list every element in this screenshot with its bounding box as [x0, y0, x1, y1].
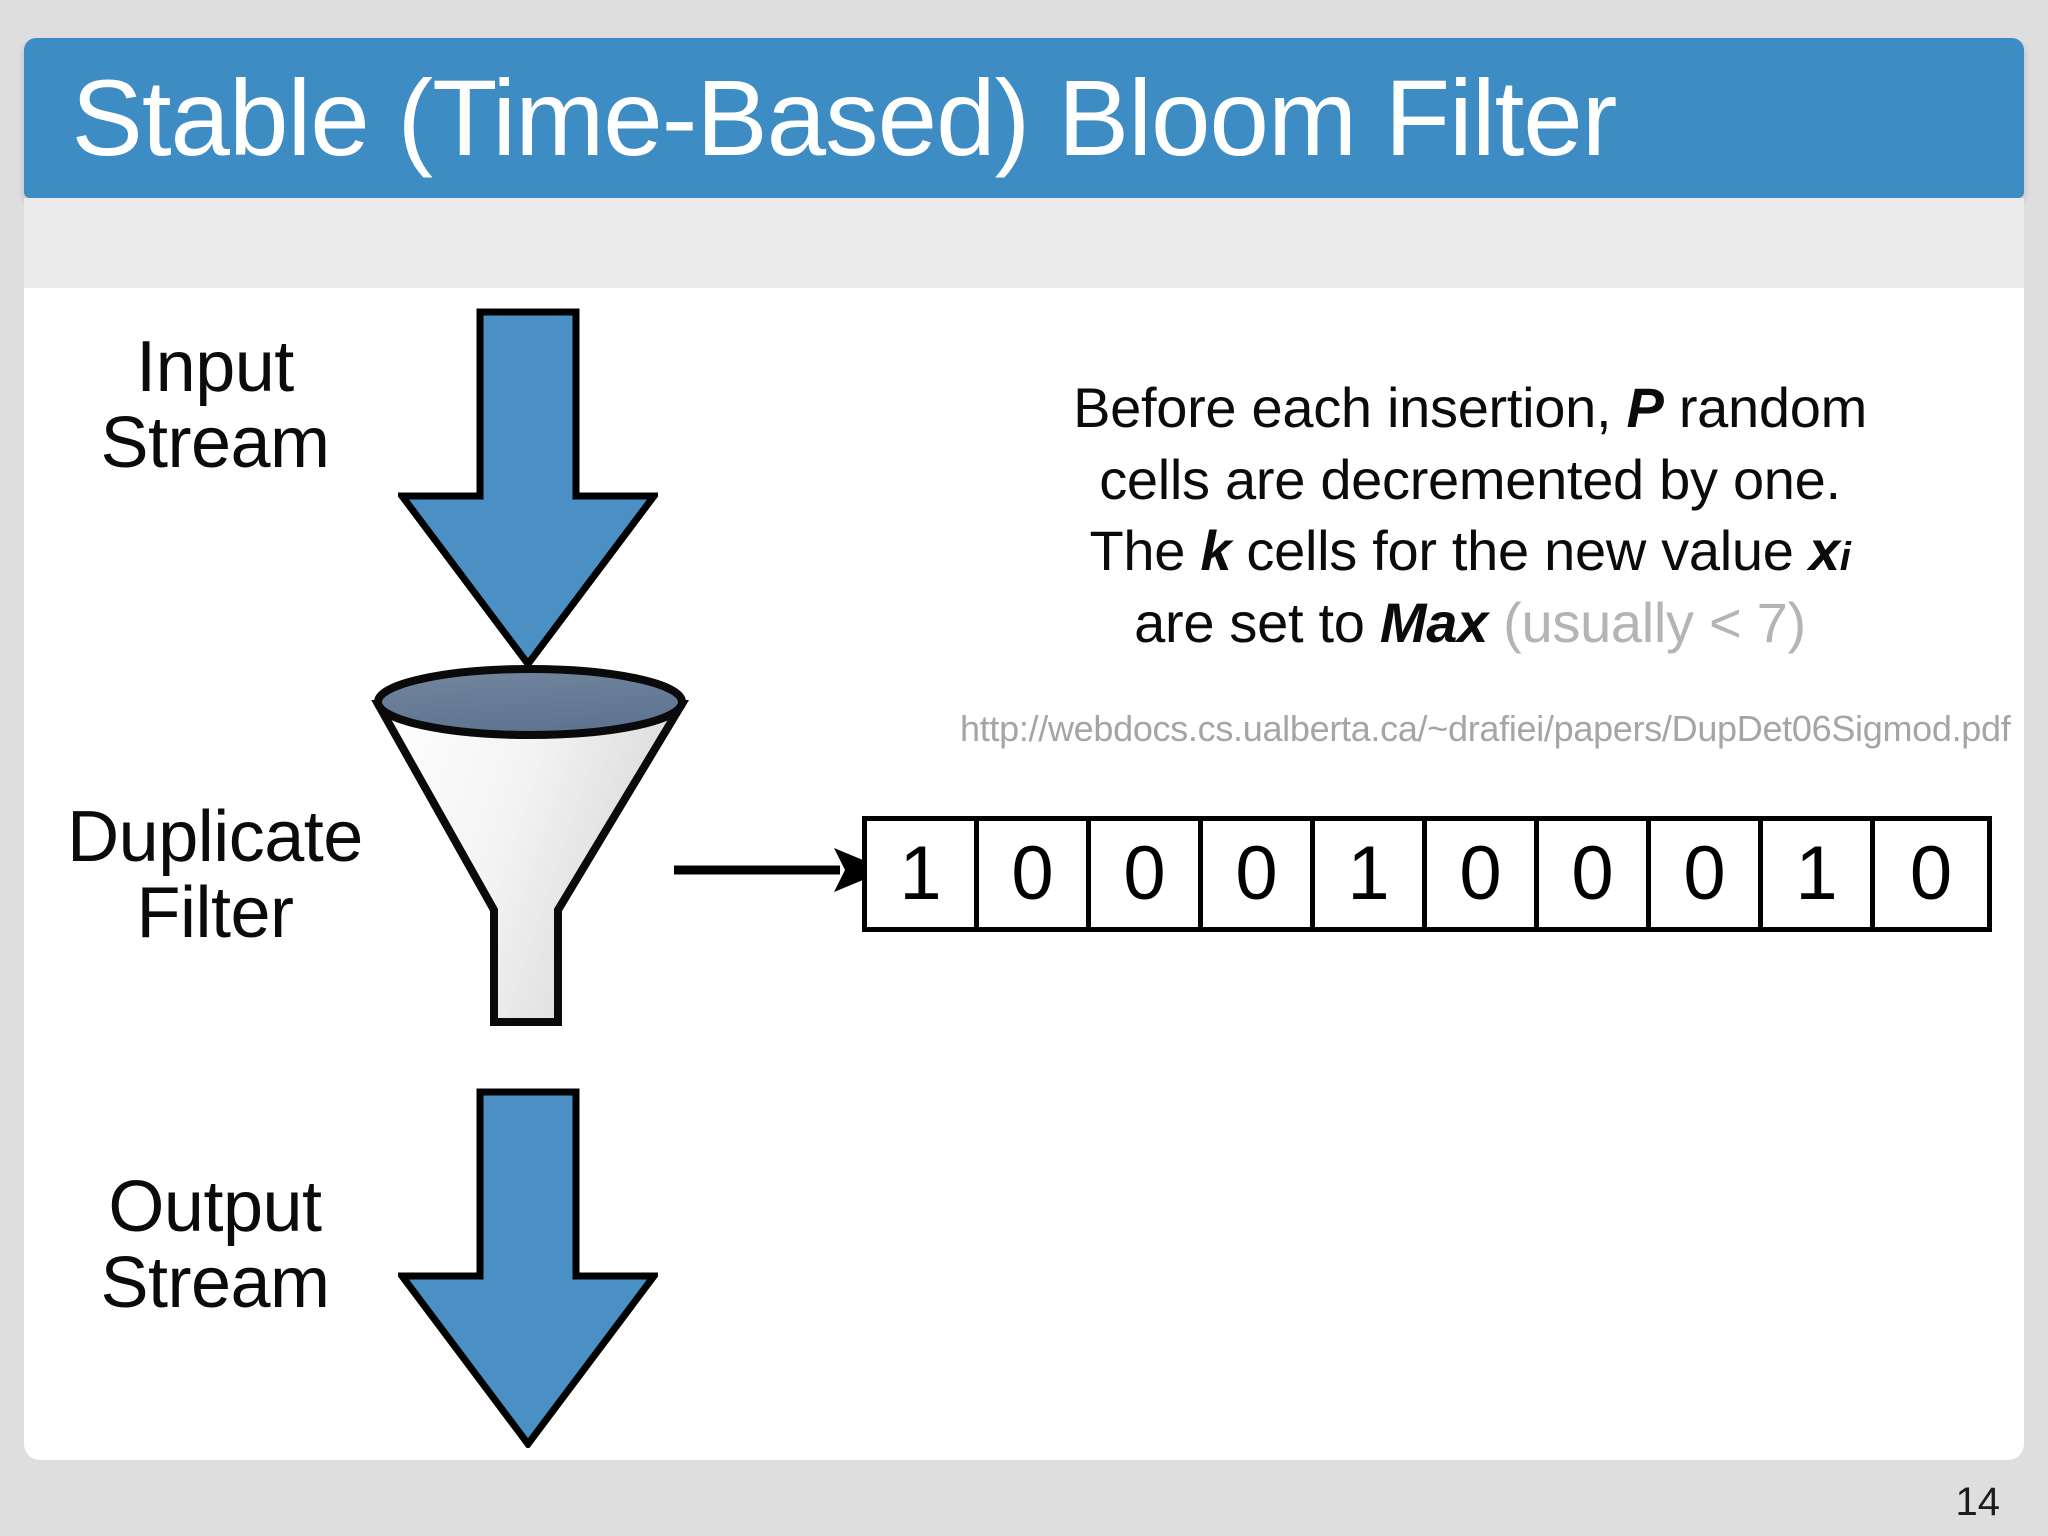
description-text: Before each insertion,	[1073, 376, 1627, 439]
title-underband	[24, 198, 2024, 288]
description-text: cells for the new value	[1231, 519, 1809, 583]
bit-cell: 0	[1091, 821, 1203, 927]
symbol-max: Max	[1379, 591, 1488, 655]
label-input-stream: Input Stream	[100, 327, 330, 483]
right-arrow-icon	[674, 848, 887, 892]
bit-cell: 0	[1203, 821, 1315, 927]
symbol-x: x	[1808, 519, 1840, 583]
label-output-stream: Output Stream	[100, 1167, 330, 1323]
source-url-link[interactable]: http://webdocs.cs.ualberta.ca/~drafiei/p…	[960, 708, 2011, 749]
funnel-icon	[371, 665, 690, 1026]
label-duplicate-filter: Duplicate Filter	[67, 797, 363, 953]
down-arrow-icon	[398, 1088, 658, 1448]
description-line-4: are set to Max (usually < 7)	[1000, 587, 1940, 659]
bit-cell: 1	[1763, 821, 1875, 927]
algorithm-description: Before each insertion, P random cells ar…	[1000, 372, 1940, 659]
bit-cell: 1	[867, 821, 979, 927]
bit-cell: 1	[1315, 821, 1427, 927]
description-line-3: The k cells for the new value xi	[1000, 515, 1940, 587]
bit-cell: 0	[1909, 831, 1953, 916]
symbol-p: P	[1626, 376, 1664, 439]
description-text: are set to	[1134, 591, 1380, 655]
bit-array: 1 0 0 0 1 0 0 0 1 0	[862, 816, 1992, 932]
page-title: Stable (Time-Based) Bloom Filter	[71, 57, 1618, 178]
bit-cell: 0	[1651, 821, 1763, 927]
symbol-k: k	[1200, 519, 1232, 583]
description-text: random	[1663, 376, 1867, 439]
bit-cell: 0	[979, 821, 1091, 927]
slide-title-bar: Stable (Time-Based) Bloom Filter	[24, 38, 2024, 198]
symbol-x-subscript: i	[1839, 535, 1851, 580]
description-line-2: cells are decremented by one.	[1099, 447, 1841, 511]
bit-cell: 0	[1427, 821, 1539, 927]
bit-cell: 0	[1539, 821, 1651, 927]
description-note: (usually < 7)	[1487, 591, 1806, 655]
description-text: The	[1089, 519, 1201, 583]
description-line-1: Before each insertion, P random	[1000, 372, 1940, 444]
page-number: 14	[1955, 1480, 2001, 1524]
down-arrow-icon	[398, 308, 658, 668]
